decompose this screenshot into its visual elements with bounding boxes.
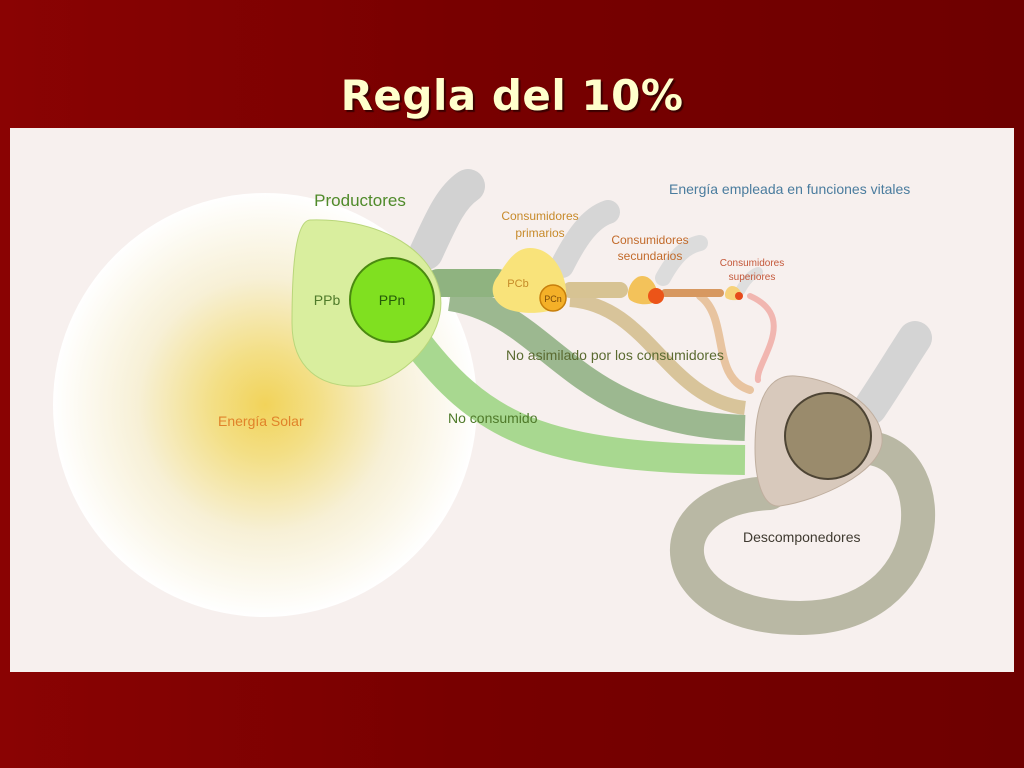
label-no-consumido: No consumido — [448, 410, 538, 426]
label-no-asimilado: No asimilado por los consumidores — [506, 347, 724, 363]
label-pcb: PCb — [507, 278, 528, 290]
label-ppn: PPn — [379, 292, 405, 308]
energy-flow-diagram: Productores PPb PPn Consumidores primari… — [53, 169, 936, 636]
label-consumidores-secundarios-2: secundarios — [618, 249, 683, 263]
secondary-respiration-arc — [655, 235, 708, 286]
producer-respiration-arc — [409, 169, 485, 270]
secondary-consumers-dot — [648, 288, 664, 304]
slide-title: Regla del 10% — [340, 71, 684, 120]
decomposer-respiration-arc — [853, 321, 932, 425]
not-assimilated-flow-producers — [447, 285, 746, 441]
superior-respiration-arc — [735, 267, 763, 296]
not-assimilated-flow-superior — [747, 293, 777, 383]
label-pcn: PCn — [544, 294, 562, 304]
pcn-circle — [539, 284, 567, 312]
label-productores: Productores — [314, 191, 406, 210]
primary-respiration-arc — [550, 200, 620, 278]
label-consumidores-superiores-1: Consumidores — [720, 258, 784, 269]
label-consumidores-secundarios-1: Consumidores — [611, 233, 688, 247]
label-descomponedores: Descomponedores — [743, 529, 861, 545]
label-energia-solar: Energía Solar — [218, 413, 304, 429]
not-assimilated-flow-secondary — [696, 292, 754, 394]
label-ppb: PPb — [314, 292, 341, 308]
not-consumed-flow — [397, 324, 746, 475]
label-energia-empleada: Energía empleada en funciones vitales — [669, 181, 910, 197]
label-consumidores-primarios-1: Consumidores — [501, 209, 578, 223]
not-assimilated-flow-primary — [569, 293, 747, 415]
decomposer-core-circle — [784, 392, 872, 480]
label-consumidores-primarios-2: primarios — [515, 226, 564, 240]
decomposer-loop — [670, 431, 936, 636]
superior-consumers-dot — [735, 292, 743, 300]
ppn-circle — [349, 257, 435, 343]
diagram-panel: Productores PPb PPn Consumidores primari… — [10, 128, 1014, 672]
label-consumidores-superiores-2: superiores — [729, 272, 776, 283]
